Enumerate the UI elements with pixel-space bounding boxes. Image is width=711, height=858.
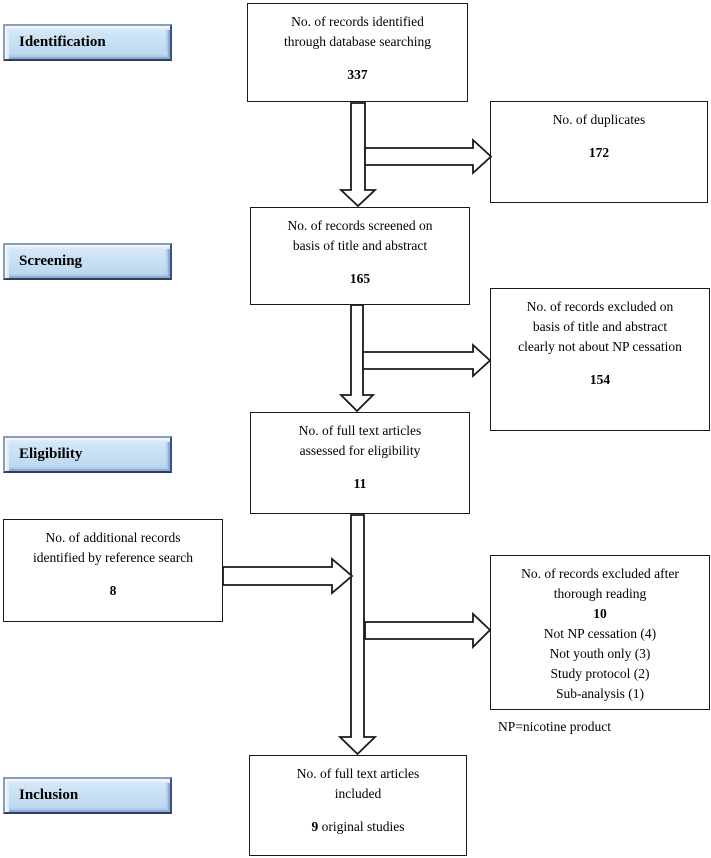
exclusion-reason: Not NP cessation (4) [543,626,657,641]
box-fulltext-assessed-count: 11 [353,476,367,491]
box-records-identified-text: No. of records identified through databa… [284,14,431,49]
box-additional-records-count: 8 [109,583,117,598]
exclusion-reason: Study protocol (2) [550,666,650,681]
arrow-to-excluded-fulltext [364,611,492,650]
arrow-identified-to-screened [338,102,378,208]
box-excluded-screening: No. of records excluded on basis of titl… [490,288,710,431]
arrow-screened-to-eligibility [338,304,376,413]
box-fulltext-assessed: No. of full text articles assessed for e… [250,412,470,514]
box-fulltext-assessed-text: No. of full text articles assessed for e… [298,423,422,458]
stage-label-identification: Identification [3,24,172,61]
arrow-to-excluded-screening [362,342,492,379]
box-included-count-suffix: original studies [318,819,405,834]
box-duplicates-text: No. of duplicates [552,112,646,127]
box-records-screened: No. of records screened on basis of titl… [250,207,470,305]
box-records-identified-count: 337 [347,67,368,82]
arrow-to-duplicates [364,137,493,176]
stage-label-eligibility: Eligibility [3,436,172,473]
box-included-count-line: 9 original studies [250,817,466,837]
box-duplicates: No. of duplicates 172 [490,101,708,203]
box-additional-records-text: No. of additional records identified by … [32,530,194,565]
box-excluded-fulltext-text: No. of records excluded after thorough r… [521,566,679,601]
box-additional-records: No. of additional records identified by … [3,519,223,622]
box-excluded-screening-count: 154 [589,372,611,387]
box-excluded-fulltext-count: 10 [593,606,607,621]
box-records-screened-text: No. of records screened on basis of titl… [287,218,433,253]
box-included-count: 9 [311,819,319,834]
exclusion-reason: Not youth only (3) [549,646,651,661]
box-excluded-screening-text: No. of records excluded on basis of titl… [518,299,682,354]
box-records-identified: No. of records identified through databa… [247,3,468,102]
arrow-eligibility-to-included [337,514,378,756]
box-included: No. of full text articles included 9 ori… [249,755,467,856]
abbreviation-note: NP=nicotine product [498,719,611,734]
exclusion-reason: Sub-analysis (1) [555,686,645,701]
box-included-text: No. of full text articles included [296,766,420,801]
stage-label-screening: Screening [3,243,172,280]
box-excluded-fulltext: No. of records excluded after thorough r… [490,555,710,710]
stage-label-inclusion: Inclusion [3,777,172,814]
arrow-additional-to-flow [222,557,354,595]
box-records-screened-count: 165 [349,271,371,286]
box-duplicates-count: 172 [588,145,610,160]
